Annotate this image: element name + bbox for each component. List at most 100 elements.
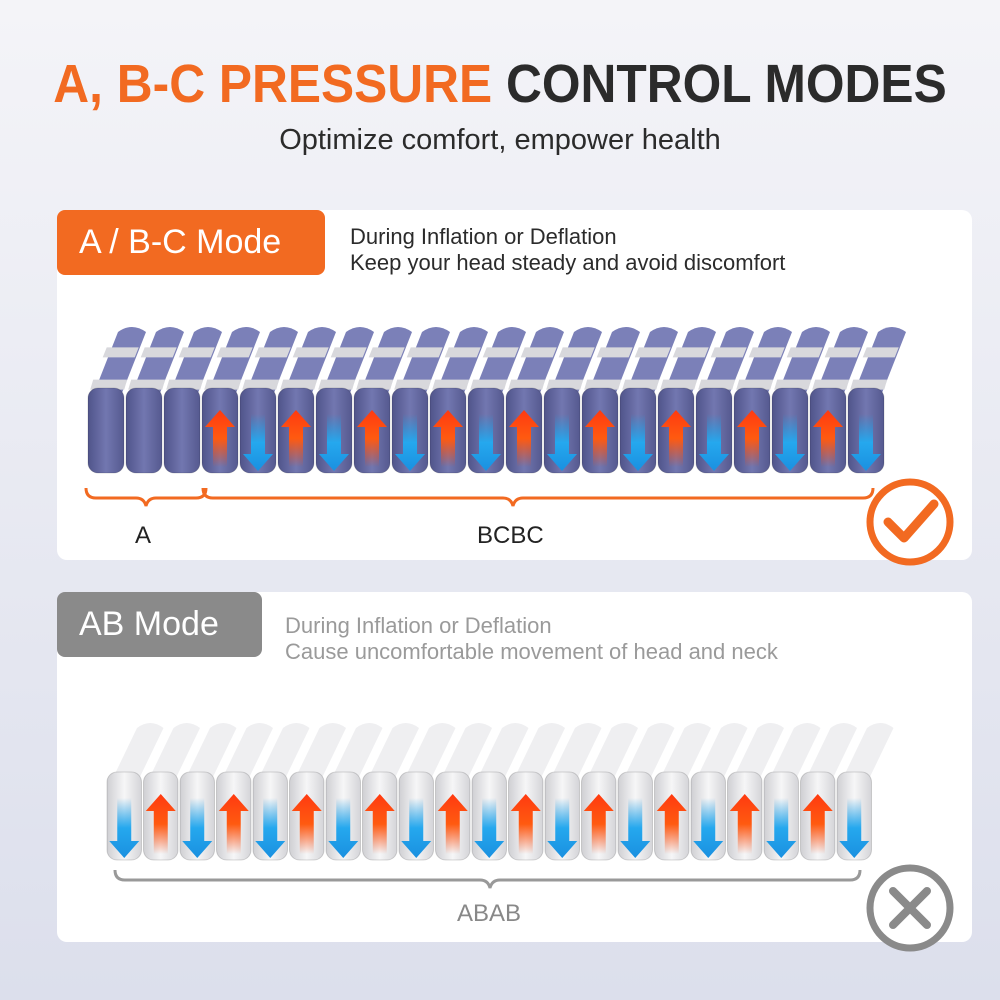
title-rest: CONTROL MODES — [506, 54, 947, 114]
air-cell — [544, 723, 602, 861]
air-cell — [543, 327, 602, 474]
air-cell — [727, 723, 784, 861]
air-cell — [619, 327, 678, 474]
air-cell — [429, 327, 488, 474]
arrow-down-icon — [623, 414, 653, 471]
air-cell — [508, 723, 565, 861]
arrow-down-icon — [693, 798, 724, 858]
arrow-up-icon — [433, 410, 463, 467]
arrow-up-icon — [813, 410, 843, 467]
arrow-down-icon — [471, 414, 501, 471]
arrow-down-icon — [547, 798, 578, 858]
arrow-up-icon — [281, 410, 311, 467]
bad-mode-line2: Cause uncomfortable movement of head and… — [285, 639, 778, 664]
air-cell — [163, 327, 222, 474]
arrow-up-icon — [656, 794, 687, 854]
arrow-down-icon — [395, 414, 425, 471]
arrow-down-icon — [766, 798, 797, 858]
arrow-down-icon — [620, 798, 651, 858]
subtitle: Optimize comfort, empower health — [279, 124, 721, 156]
air-cell — [809, 327, 868, 474]
arrow-up-icon — [510, 794, 541, 854]
air-cell — [87, 327, 146, 474]
arrow-down-icon — [255, 798, 286, 858]
arrow-down-icon — [401, 798, 432, 858]
air-cell — [353, 327, 412, 474]
arrow-down-icon — [328, 798, 359, 858]
air-cell — [252, 723, 310, 861]
arrow-down-icon — [319, 414, 349, 471]
arrow-down-icon — [474, 798, 505, 858]
arrow-down-icon — [775, 414, 805, 471]
air-cell — [733, 327, 792, 474]
air-cell — [277, 327, 336, 474]
arrow-down-icon — [243, 414, 273, 471]
air-cell — [763, 723, 821, 861]
arrow-up-icon — [737, 410, 767, 467]
air-cell — [315, 327, 374, 474]
arrow-up-icon — [145, 794, 176, 854]
title-highlight: A, B-C PRESSURE — [53, 54, 493, 114]
bad-mode-line1: During Inflation or Deflation — [285, 613, 552, 638]
air-cell — [695, 327, 754, 474]
air-cell — [654, 723, 711, 861]
air-cell — [800, 723, 857, 861]
air-cell — [106, 723, 164, 861]
air-cell — [505, 327, 564, 474]
label-a: A — [135, 522, 152, 549]
arrow-up-icon — [585, 410, 615, 467]
air-cell — [435, 723, 492, 861]
air-cell — [391, 327, 450, 474]
arrow-down-icon — [839, 798, 870, 858]
arrow-up-icon — [437, 794, 468, 854]
air-cell — [657, 327, 716, 474]
air-cell — [581, 723, 638, 861]
arrow-up-icon — [583, 794, 614, 854]
arrow-up-icon — [661, 410, 691, 467]
air-cell — [179, 723, 237, 861]
air-cell — [125, 327, 184, 474]
air-cell — [617, 723, 675, 861]
arrow-up-icon — [729, 794, 760, 854]
arrow-up-icon — [509, 410, 539, 467]
arrow-down-icon — [851, 414, 881, 471]
air-cell — [289, 723, 346, 861]
brace-abab — [113, 869, 862, 889]
air-cell — [690, 723, 748, 861]
arrow-up-icon — [291, 794, 322, 854]
air-cell — [216, 723, 273, 861]
air-cell — [398, 723, 456, 861]
arrow-up-icon — [357, 410, 387, 467]
good-mode-tab: A / B-C Mode — [57, 210, 325, 275]
arrow-down-icon — [182, 798, 213, 858]
page-title: A, B-C PRESSURE CONTROL MODES — [53, 52, 946, 116]
arrow-down-icon — [109, 798, 140, 858]
air-cell — [362, 723, 419, 861]
air-cell — [836, 723, 894, 861]
brace-a — [84, 487, 208, 507]
air-cell — [771, 327, 830, 474]
arrow-down-icon — [547, 414, 577, 471]
arrow-up-icon — [205, 410, 235, 467]
good-mode-line1: During Inflation or Deflation — [350, 224, 617, 249]
check-icon — [866, 478, 954, 566]
x-icon — [866, 864, 954, 952]
air-cell — [325, 723, 383, 861]
bad-mode-tab: AB Mode — [57, 592, 262, 657]
air-cell — [239, 327, 298, 474]
air-cell — [143, 723, 200, 861]
air-cell — [467, 327, 526, 474]
air-cell — [471, 723, 529, 861]
label-abab: ABAB — [457, 900, 522, 927]
good-mode-line2: Keep your head steady and avoid discomfo… — [350, 250, 786, 275]
brace-bcbc — [201, 487, 875, 507]
arrow-down-icon — [699, 414, 729, 471]
label-bcbc: BCBC — [477, 522, 544, 549]
arrow-up-icon — [218, 794, 249, 854]
arrow-up-icon — [364, 794, 395, 854]
arrow-up-icon — [802, 794, 833, 854]
air-cell — [847, 327, 906, 474]
air-cell — [581, 327, 640, 474]
air-cell — [201, 327, 260, 474]
